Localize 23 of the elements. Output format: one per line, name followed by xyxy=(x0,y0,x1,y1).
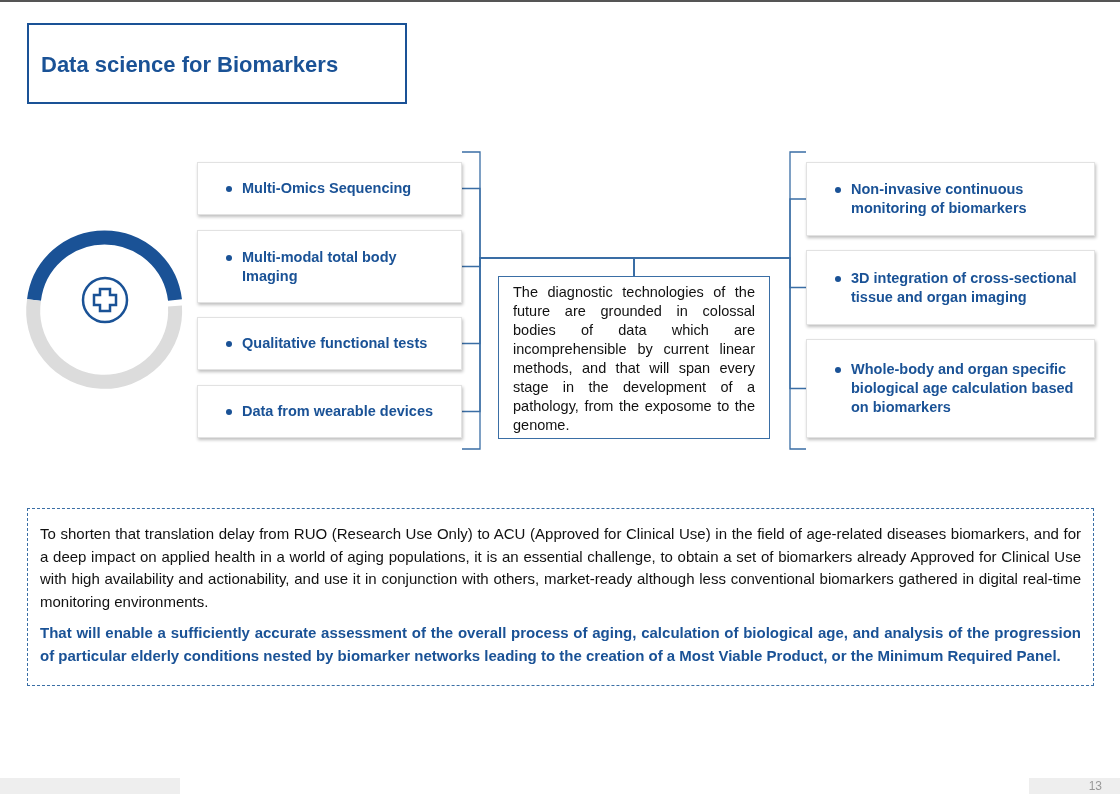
list-card xyxy=(806,162,1095,236)
note-box xyxy=(27,508,1094,686)
card-text: Whole-body and organ specific biological age calculation based on biomarkers xyxy=(851,360,1075,417)
connector-line xyxy=(633,257,807,390)
card-text: Multi-Omics Sequencing xyxy=(242,179,412,198)
list-card xyxy=(197,230,462,303)
list-card xyxy=(197,317,462,370)
card-text: Qualitative functional tests xyxy=(242,334,428,353)
box-paragraph: The diagnostic technologies of the future are grounded in colossal bodies of data which are incomprehensible by current linear methods, and that will span every stage in the development of a pathology, from the exposome to the genome. xyxy=(513,283,755,435)
card-text: Data from wearable devices xyxy=(242,402,433,421)
text-box xyxy=(498,276,770,439)
list-card xyxy=(197,385,462,438)
highlight-paragraph: That will enable a sufficiently accurate assessment of the overall process of aging, calculation of biological age, and analysis of the progression of particular elderly conditions nested by biomarker networks leading to the creation of a Most Viable Product, or the Minimum Required Panel. xyxy=(40,623,1081,666)
card-text: Non-invasive continuous monitoring of biomarkers xyxy=(851,180,1028,218)
list-card xyxy=(806,339,1095,438)
note-paragraph: To shorten that translation delay from RUO (Research Use Only) to ACU (Approved for Clinical Use) in the field of age-related diseases biomarkers, and for a deep impact on applied health in a world of aging populations, it is an essential challenge, to obtain a set of biomarkers already Approved for Clinical Use with high availability and actionability, and use it in conjunction with others, market-ready although less conventional biomarkers gathered in digital real-time monitoring environments. xyxy=(40,524,1081,612)
card-text: Multi-modal total body Imaging xyxy=(242,247,398,286)
list-card xyxy=(197,162,462,215)
connector-line xyxy=(461,257,635,413)
slide-title: Data science for Biomarkers xyxy=(41,52,339,78)
card-text: 3D integration of cross-sectional tissue and organ imaging xyxy=(851,268,1078,307)
page-number: 13 xyxy=(1028,778,1120,794)
list-card xyxy=(806,250,1095,325)
